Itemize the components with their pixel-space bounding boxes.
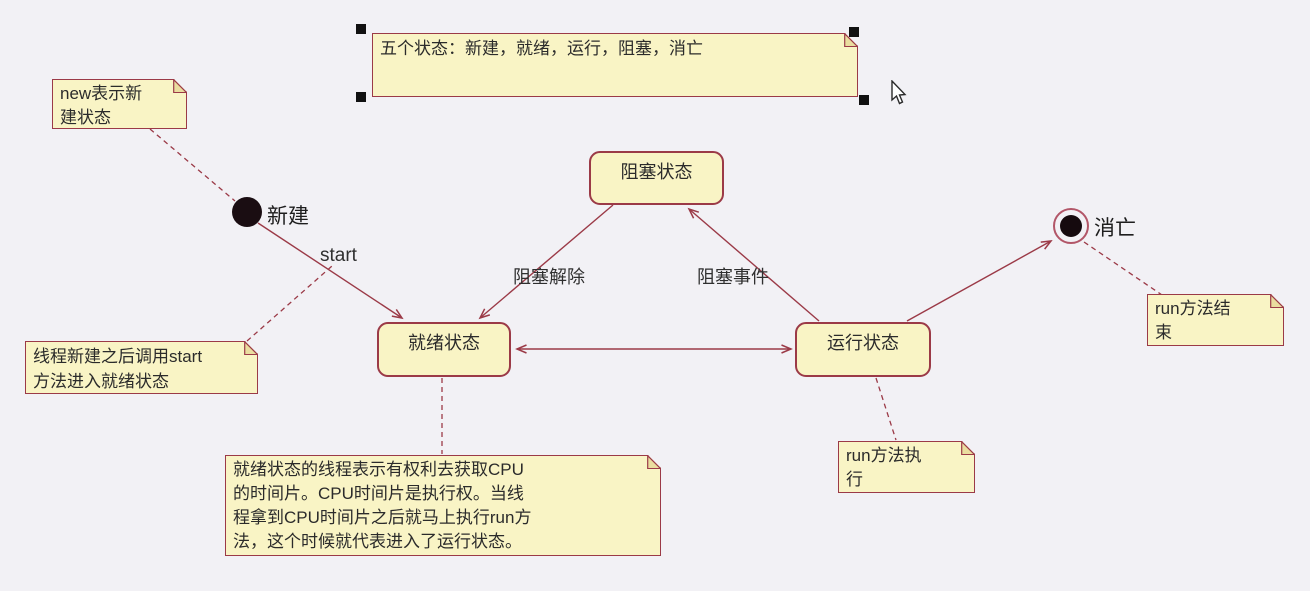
transition-unblock-label[interactable]: 阻塞解除: [513, 267, 585, 287]
initial-state-label: 新建: [267, 205, 309, 228]
transition-start-line[interactable]: [257, 222, 404, 320]
final-state-circle[interactable]: [1053, 208, 1089, 244]
selection-handle-sw[interactable]: [356, 92, 366, 102]
transition-block-event-label[interactable]: 阻塞事件: [697, 267, 769, 287]
transition-unblock-line[interactable]: [478, 204, 614, 320]
note-new-state[interactable]: new表示新 建状态: [52, 79, 187, 129]
initial-state-dot[interactable]: [232, 197, 262, 227]
state-ready-label: 就绪状态: [408, 333, 480, 353]
note-fold-icon: [647, 455, 661, 469]
note-ready-detail[interactable]: 就绪状态的线程表示有权利去获取CPU 的时间片。CPU时间片是执行权。当线 程拿…: [225, 455, 661, 556]
selection-handle-ne[interactable]: [849, 27, 859, 37]
transition-to-final-line[interactable]: [906, 240, 1053, 322]
note-fold-icon: [1270, 294, 1284, 308]
note-anchor-run-exec: [875, 377, 897, 441]
state-blocked[interactable]: 阻塞状态: [589, 151, 724, 205]
note-anchor-start: [246, 265, 333, 342]
selection-handle-nw[interactable]: [356, 24, 366, 34]
note-fold-icon: [844, 33, 858, 47]
state-blocked-label: 阻塞状态: [620, 162, 693, 182]
note-run-exec[interactable]: run方法执 行: [838, 441, 975, 493]
note-five-states[interactable]: 五个状态：新建，就绪，运行，阻塞，消亡: [372, 33, 858, 97]
note-run-end[interactable]: run方法结 束: [1147, 294, 1284, 346]
final-state-inner-dot: [1060, 215, 1082, 237]
note-fold-icon: [173, 79, 187, 93]
note-fold-icon: [961, 441, 975, 455]
note-anchor-run-end: [1083, 241, 1163, 296]
mouse-cursor-icon: [891, 80, 907, 105]
transition-block-event-line[interactable]: [687, 207, 820, 322]
state-ready[interactable]: 就绪状态: [377, 322, 511, 377]
note-start-method[interactable]: 线程新建之后调用start 方法进入就绪状态: [25, 341, 258, 394]
state-running[interactable]: 运行状态: [795, 322, 931, 377]
note-anchor-new: [149, 128, 236, 202]
final-state-label: 消亡: [1094, 217, 1136, 240]
selection-handle-se[interactable]: [859, 95, 869, 105]
transition-start-label[interactable]: start: [320, 245, 357, 266]
note-fold-icon: [244, 341, 258, 355]
state-running-label: 运行状态: [827, 333, 899, 353]
